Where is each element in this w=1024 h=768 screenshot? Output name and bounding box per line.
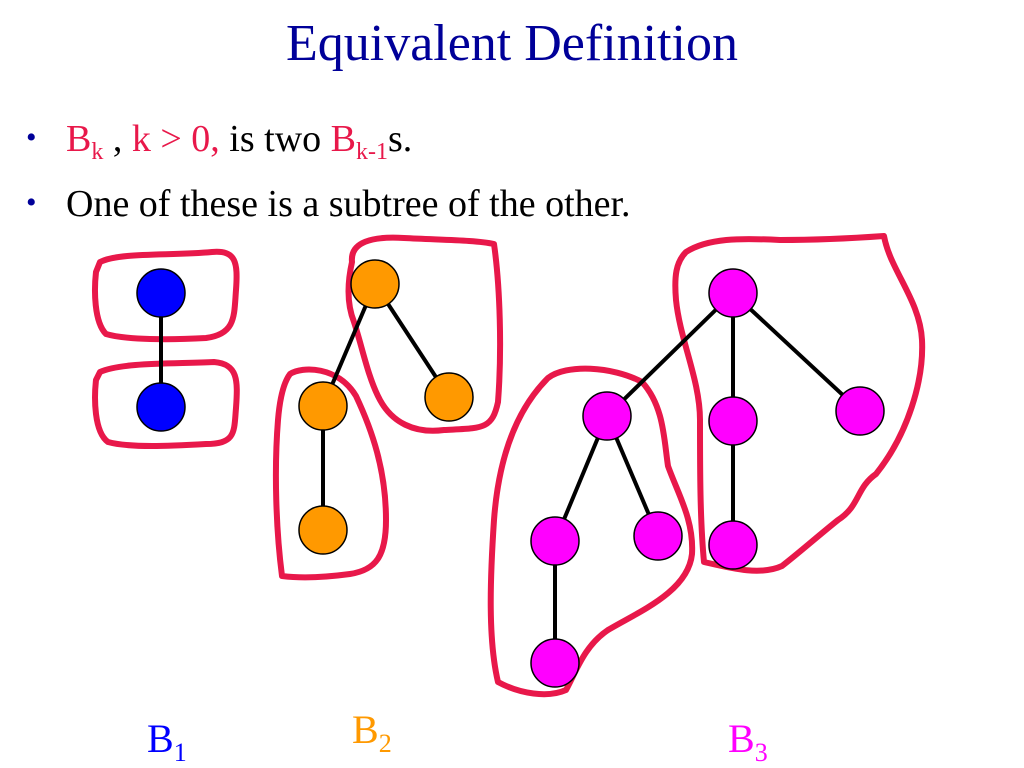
b3-left-outline	[487, 365, 696, 698]
bullet-2: • One of these is a subtree of the other…	[26, 181, 986, 229]
condition-text: k > 0,	[131, 118, 220, 160]
b1-bottom-outline	[92, 359, 240, 449]
bullet-2-text: One of these is a subtree of the other.	[66, 183, 631, 225]
b2-node-left	[298, 381, 348, 431]
b3-node-d	[530, 516, 580, 566]
b3-node-f	[530, 638, 580, 688]
b2-top-outline	[345, 234, 504, 434]
bullet-list: • Bk , k > 0, is two Bk-1s. • One of the…	[26, 116, 986, 243]
b3-node-c	[835, 386, 885, 436]
label-b3: B3	[728, 716, 768, 767]
b1-top-outline	[92, 248, 240, 343]
b3-edge-root-a	[605, 291, 735, 418]
b2-node-right	[424, 372, 474, 422]
comma-text: ,	[103, 118, 132, 160]
b2-node-root	[350, 259, 400, 309]
b2-node-grandchild	[298, 505, 348, 555]
bk-symbol: Bk	[66, 118, 104, 165]
edges	[159, 282, 862, 663]
mid-text: is two	[219, 118, 331, 160]
bullet-icon: •	[26, 121, 37, 154]
bk1-symbol: Bk-1	[330, 118, 389, 165]
b3-node-root	[708, 268, 758, 318]
b1-node-root	[136, 268, 186, 318]
bullet-1: • Bk , k > 0, is two Bk-1s.	[26, 116, 986, 167]
b3-right-outline	[672, 233, 926, 574]
page-title: Equivalent Definition	[285, 15, 738, 72]
b3-edge-root-c	[731, 291, 862, 413]
b3-node-b	[708, 396, 758, 446]
b2-bottom-outline	[272, 366, 389, 581]
label-b2: B2	[352, 707, 392, 758]
bullet-icon: •	[26, 186, 37, 219]
tail-text: s.	[388, 118, 413, 160]
b3-node-e	[633, 511, 683, 561]
b3-node-g	[708, 520, 758, 570]
b1-node-child	[136, 382, 186, 432]
label-b1: B1	[147, 716, 187, 767]
b3-node-a	[582, 391, 632, 441]
